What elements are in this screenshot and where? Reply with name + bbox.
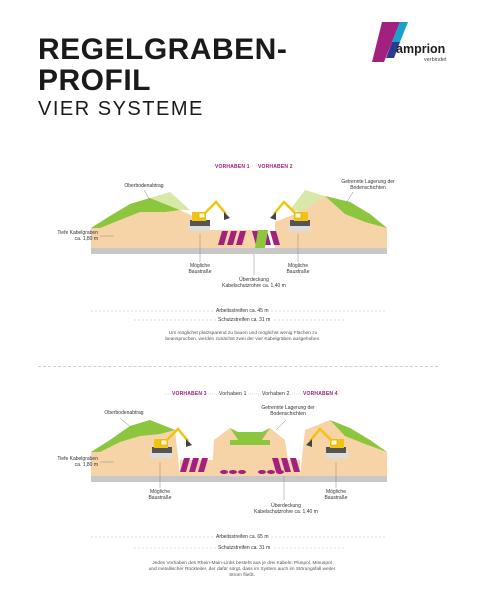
cables-vorhaben-3 [180,458,208,472]
label-oberbodenabtrag-1: Oberbodenabtrag [124,183,164,189]
title-line-2: PROFIL [38,64,151,97]
label-ueberdeckung-2: Überdeckung Kabelschutzrohre ca. 1,40 m [254,503,318,515]
baustrasse-right-2 [326,452,348,458]
excavator-left-1 [188,200,232,228]
label-getrennte-lagerung-2: Getrennte Lagerung der Bodenschichten [261,405,315,417]
ground-base-2 [91,476,387,482]
diagram-2 [91,393,387,549]
dimension-schutzstreifen-2: Schutzstreifen ca. 31 m [216,545,273,551]
logo-tagline: verbindet [424,57,447,63]
label-vorhaben-2: VORHABEN 2 [258,164,293,170]
label-ueberdeckung-1: Überdeckung Kabelschutzrohre ca. 1,40 m [222,277,286,289]
topsoil-right-1 [325,196,387,228]
label-vorhaben-1: VORHABEN 1 [215,164,250,170]
label-tiefe-2: Tiefe Kabelgraben ca. 1,80 m [57,456,98,468]
label-baustrasse-left-2: Mögliche Baustraße [148,489,172,501]
page-title: REGELGRABEN- PROFIL [38,34,287,96]
baustrasse-left-1 [188,225,210,231]
page-subtitle: VIER SYSTEME [38,98,204,120]
label-vorhaben-1-d2: Vorhaben 1 [219,391,247,397]
cables-vorhaben-4 [272,458,300,472]
baustrasse-left-2 [150,452,172,458]
dimension-arbeitsstreifen-2: Arbeitsstreifen ca. 65 m [214,534,271,540]
baustrasse-right-1 [289,225,311,231]
logo-wordmark: amprion [396,42,446,56]
cables-vorhaben-1-2 [220,470,284,474]
dimension-arbeitsstreifen-1: Arbeitsstreifen ca. 45 m [214,308,271,314]
label-vorhaben-4: VORHABEN 4 [303,391,338,397]
label-getrennte-lagerung-1: Getrennte Lagerung der Bodenschichten [341,179,395,191]
label-baustrasse-left-1: Mögliche Baustraße [188,263,212,275]
label-baustrasse-right-2: Mögliche Baustraße [324,489,348,501]
ground-base-1 [91,248,387,254]
label-baustrasse-right-1: Mögliche Baustraße [286,263,310,275]
label-vorhaben-3: VORHABEN 3 [172,391,207,397]
section-divider [38,366,438,367]
note-diagram-1: Um möglichst platzsparend zu bauen und m… [165,331,321,342]
amprion-logo-mark [372,22,408,62]
dimension-schutzstreifen-1: Schutzstreifen ca. 31 m [216,317,273,323]
label-oberbodenabtrag-2: Oberbodenabtrag [104,410,144,416]
label-vorhaben-2-d2: Vorhaben 2 [262,391,290,397]
label-tiefe-1: Tiefe Kabelgraben ca. 1,80 m [57,230,98,242]
cables-vorhaben-1 [218,231,246,245]
title-line-1: REGELGRABEN- [38,33,288,66]
note-diagram-2: Jedes Vorhaben des Rhein-Main-Links best… [148,561,336,578]
topsoil-left-1 [91,198,180,228]
